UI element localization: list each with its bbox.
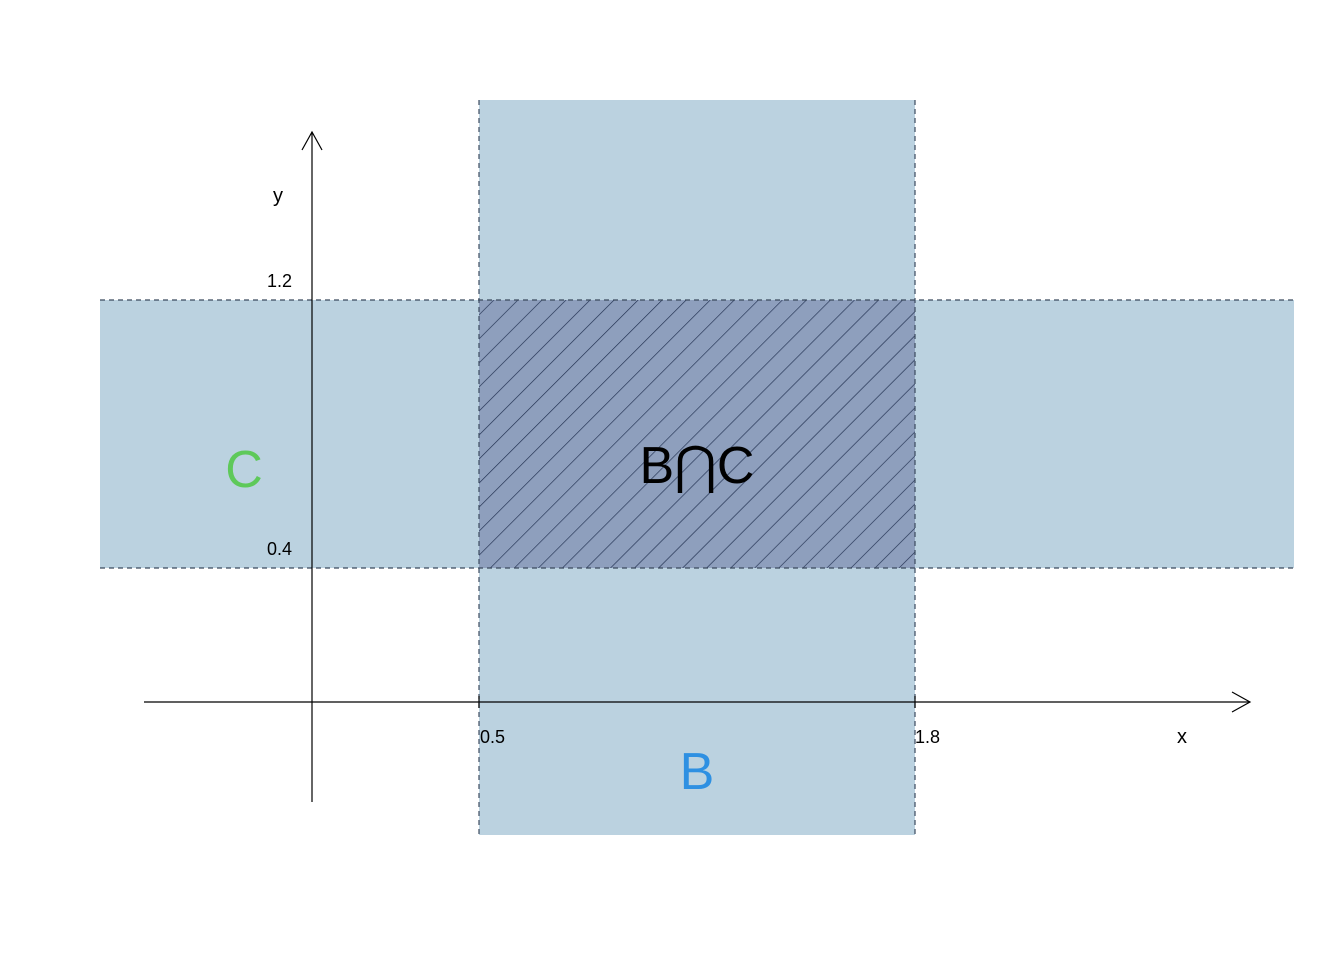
region-b-label: B — [680, 743, 715, 801]
y-tick-label-0.4: 0.4 — [267, 539, 292, 559]
y-axis-label: y — [273, 185, 283, 207]
x-axis-label: x — [1177, 726, 1187, 748]
intersection-hatching — [479, 300, 915, 568]
y-axis-arrowhead — [301, 130, 323, 151]
x-tick-label-1.8: 1.8 — [915, 727, 940, 747]
region-c-label: C — [225, 441, 263, 499]
x-axis-arrowhead — [1231, 691, 1252, 713]
x-tick-label-0.5: 0.5 — [480, 727, 505, 747]
intersection-label: B⋂C — [640, 437, 755, 495]
y-tick-label-1.2: 1.2 — [267, 271, 292, 291]
